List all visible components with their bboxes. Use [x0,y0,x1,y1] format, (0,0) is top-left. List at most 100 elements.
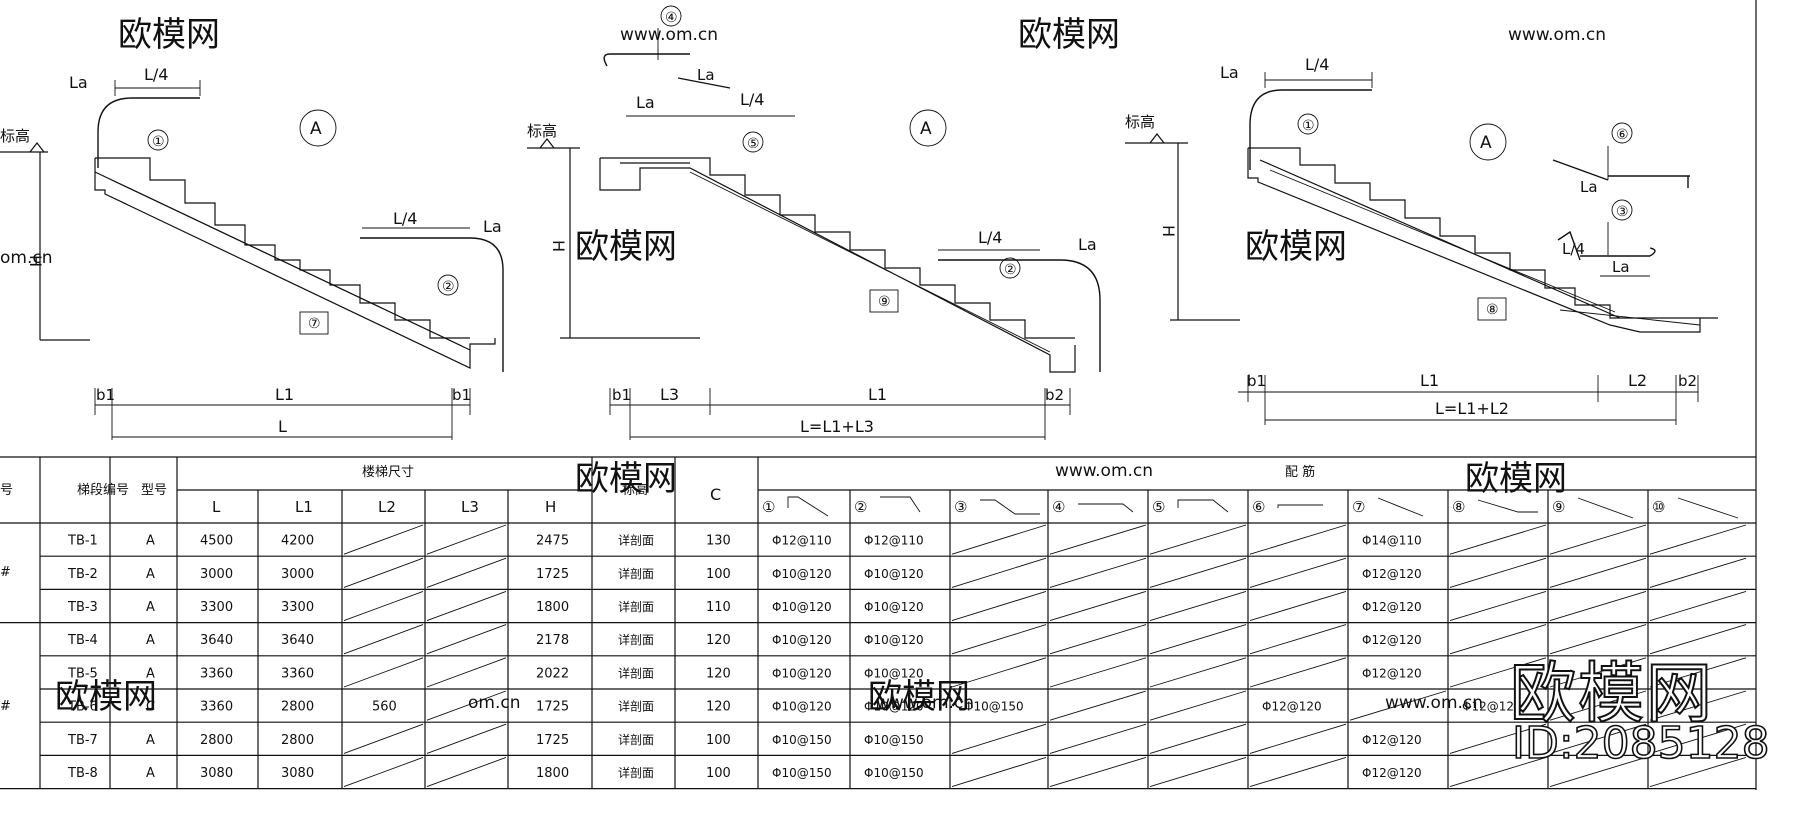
empty-cell-slash [1449,657,1547,688]
rebar-marker: ⑨ [878,294,891,310]
table-cell-text: 3300 [281,600,314,615]
table-cell-text: 2800 [200,733,233,748]
empty-cell-slash [426,690,507,721]
table-cell-text: 1800 [536,600,569,615]
table-cell-text: Φ10@120 [772,633,832,647]
rebar-marker: ④ [665,10,678,26]
header-group-rebar: 配 筋 [1285,464,1315,480]
col-header-elev: 标高 [622,482,648,498]
empty-cell-slash [1449,624,1547,655]
rebar-shape-sketch [1078,503,1134,513]
empty-cell-slash [1649,690,1747,721]
height-label-1: H [26,255,45,267]
watermark-logo-text: 欧模网 [118,15,220,55]
dim-col-header: L3 [461,498,479,516]
rebar-col-header: ③ [954,498,967,516]
rebar-marker: ② [442,279,455,295]
table-cell-text: Φ12@120 [1362,633,1422,647]
empty-cell-slash [1649,723,1747,754]
watermark-url-text: www.om.cn [1385,693,1483,713]
table-cell-text: 100 [706,766,731,781]
table-cell-text: 4500 [200,534,233,549]
detail-la-label: La [1612,258,1630,276]
height-label-3: H [1159,225,1178,237]
top-l4-label-1: L/4 [144,65,168,84]
table-cell-text: 3360 [200,700,233,715]
rebar-col-header: ⑨ [1552,498,1565,516]
empty-cell-slash [1249,624,1347,655]
top-la-label-3: La [1220,63,1239,82]
rebar-marker: ① [1302,118,1315,134]
stair-diagram-2: 标高 H ④ La La L/4 L/4 La ⑤ ② ⑨ A [527,5,1101,440]
col-header-type: 型号 [141,483,167,498]
table-cell-text: Φ12@120 [1362,733,1422,747]
table-cell-text: Φ12@120 [1362,567,1422,581]
rebar-shape-sketch [1377,497,1424,517]
stair-outline-3 [1247,147,1718,333]
empty-cell-slash [1149,723,1247,754]
empty-cell-slash [951,723,1047,754]
top-l4-label-3: L/4 [1305,55,1329,74]
table-cell-text: Φ10@120 [864,700,924,714]
empty-cell-slash [1249,756,1347,788]
empty-cell-slash [951,590,1047,622]
rebar-marker: ③ [1616,204,1629,220]
col-header-no: 号 [0,483,13,498]
bottom-hook-rebar-2 [938,259,1101,372]
stair-outline-1 [94,157,496,369]
empty-cell-slash [343,756,424,788]
empty-cell-slash [1149,590,1247,622]
empty-cell-slash [1049,657,1147,688]
empty-cell-slash [951,557,1047,588]
watermark-logo-text: 欧模网 [1245,227,1347,267]
table-cell-text: Φ10@150 [772,733,832,747]
table-cell-text: 120 [706,666,731,681]
rebar-marker: ⑧ [1486,302,1499,318]
table-cell-text: 详剖面 [618,566,654,581]
empty-cell-slash [1249,657,1347,688]
section-label: A [1480,133,1492,153]
empty-cell-slash [343,723,424,754]
detail-la-label: La [1580,178,1598,196]
stair-diagram-1: 标高 H La L/4 L/4 La ① ② ⑦ A [0,65,504,440]
elevation-label-2: 标高 [527,122,557,140]
bottom-l4-label-1: L/4 [393,209,417,228]
table-cell-text: 3080 [281,766,314,781]
elevation-mark-3: 标高 H [1125,113,1240,321]
empty-cell-slash [1549,624,1647,655]
table-cell-text: 3360 [200,666,233,681]
table-cell-text: Φ12@120 [1462,700,1522,714]
rebar-col-header: ⑦ [1352,498,1365,516]
dimension-lines-2: b1 L3 L1 b2 L=L1+L3 [609,385,1071,440]
empty-cell-slash [426,657,507,688]
empty-cell-slash [1349,690,1447,721]
table-cell-text: 详剖面 [618,665,654,680]
empty-cell-slash [426,590,507,622]
top-la-label-2: La [636,93,655,112]
watermark-logo-text: 欧模网 [55,677,157,717]
marker-group-2: ⑤ ② ⑨ A [742,109,1021,313]
table-cell-text: TB-8 [67,766,98,781]
table-cell-text: TB-4 [67,633,98,648]
empty-cell-slash [426,756,507,788]
watermark-logo-text: 欧模网 [868,677,970,717]
table-cell-text: 2022 [536,666,569,681]
rebar-marker: ② [1004,262,1017,278]
dim-label: L1 [1420,371,1439,390]
empty-cell-slash [1649,557,1747,588]
dim-label: b1 [612,386,631,404]
table-cell-text: 3640 [200,633,233,648]
table-cell-text: Φ10@150 [964,700,1024,714]
empty-cell-slash [1049,590,1147,622]
rebar-marker: ① [152,134,165,150]
empty-cell-slash [1249,524,1347,555]
table-cell-text: A [146,666,155,681]
top-la-label-1: La [69,73,88,92]
watermark-url-text: om.cn [0,248,53,268]
empty-cell-slash [343,557,424,588]
